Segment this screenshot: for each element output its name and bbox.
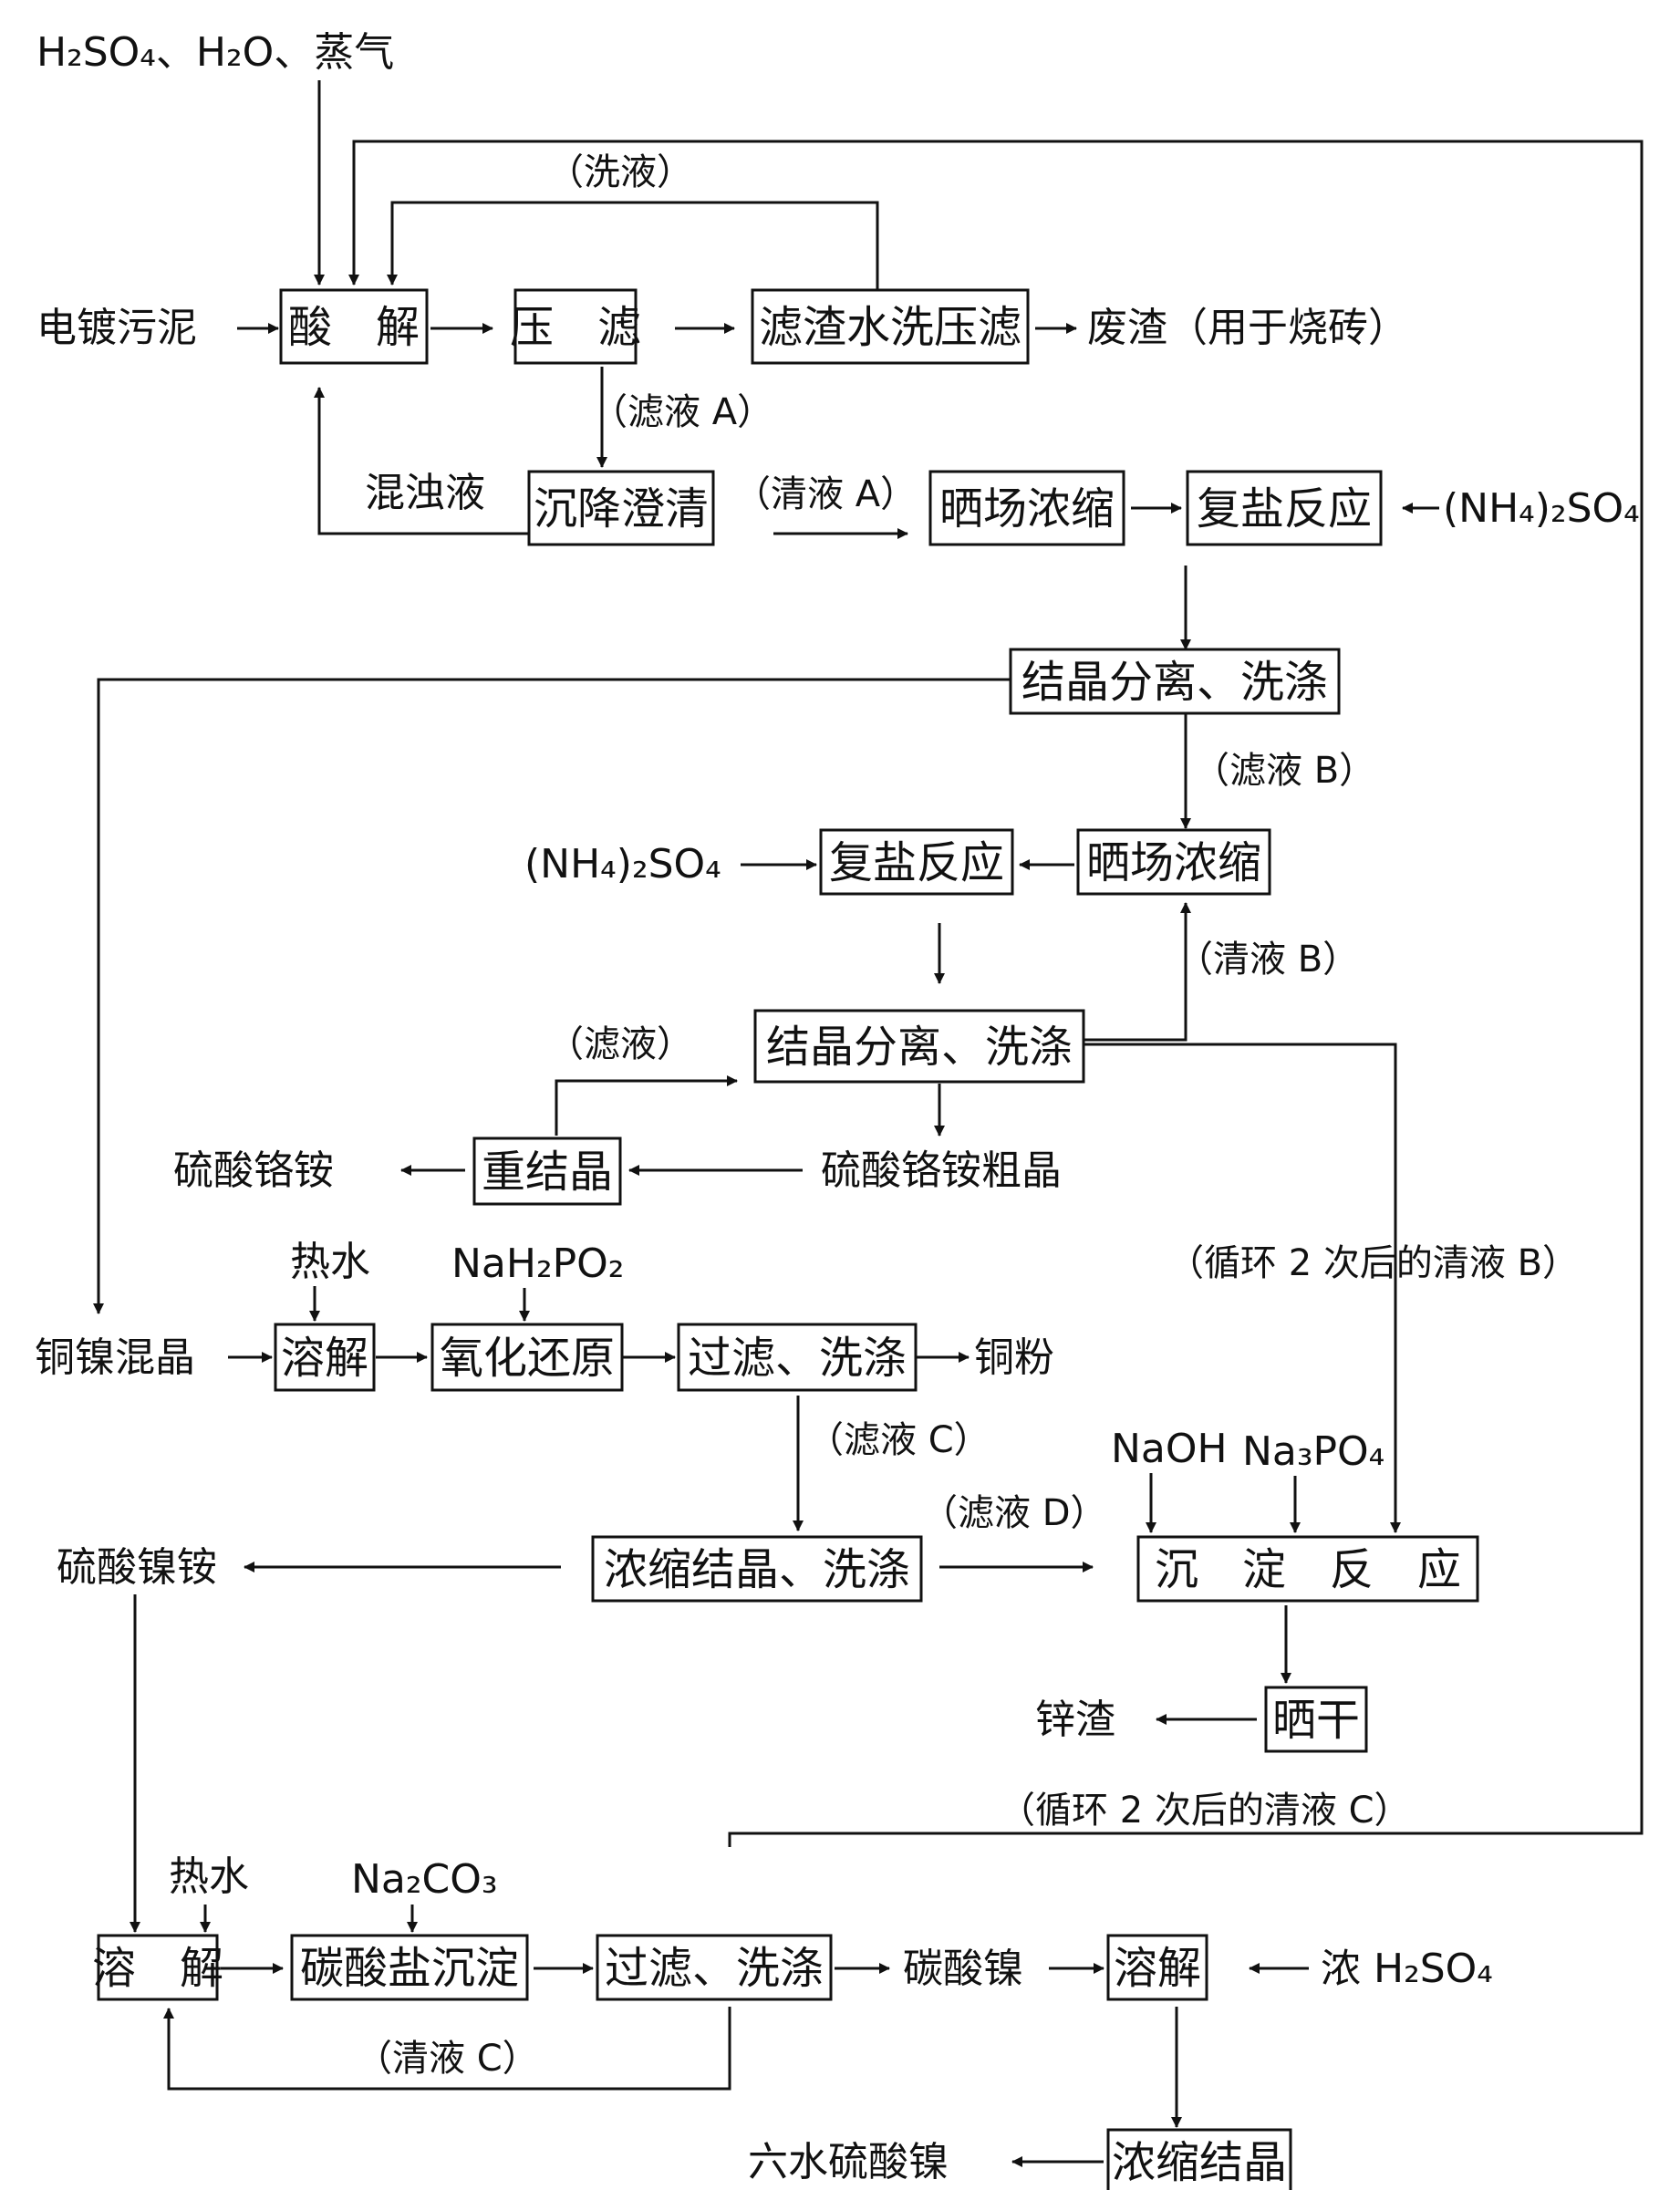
dissolve-1-text: 溶解	[281, 1333, 368, 1384]
naoh-text: NaOH	[1111, 1426, 1228, 1472]
zinc-residue-text: 锌渣	[1035, 1697, 1115, 1743]
clear-a-label: （清液 A）	[734, 473, 917, 515]
box-dissolve-3	[1106, 1934, 1208, 2001]
arrow-cycle-c-to-acid	[348, 140, 1644, 1847]
box-crystal-sep-1	[1009, 648, 1341, 715]
filtrate-d-label: （滤液 D）	[921, 1492, 1107, 1534]
box-carbonate-precip	[290, 1934, 529, 2001]
redox-text: 氧化还原	[440, 1333, 615, 1384]
box-dissolve-2	[97, 1934, 219, 2001]
box-filter-wash-1	[677, 1323, 918, 1392]
sludge-text: 电镀污泥	[36, 305, 197, 351]
sodium-carbonate-text: Na₂CO₃	[351, 1856, 498, 1903]
box-sun-dry	[1264, 1686, 1368, 1753]
nickel-sulfate-hexahydrate-text: 六水硫酸镍	[748, 2139, 949, 2185]
crystal-sep-1-text: 结晶分离、洗涤	[1021, 657, 1328, 708]
clear-b-label: （清液 B）	[1177, 939, 1359, 981]
arrow-crystal-1-to-cu-ni	[93, 678, 1011, 1314]
filtrate-label: （滤液）	[547, 1023, 693, 1065]
reagent-top-text: H₂SO₄、H₂O、蒸气	[36, 29, 394, 76]
clear-c-label: （清液 C）	[356, 2038, 539, 2080]
waste-residue-text: 废渣（用于烧砖）	[1087, 305, 1408, 351]
ni-ammonium-sulfate-text: 硫酸镍铵	[57, 1544, 217, 1591]
chrome-crude-text: 硫酸铬铵粗晶	[821, 1147, 1062, 1194]
cycle-clear-c-label: （循环 2 次后的清液 C）	[999, 1790, 1411, 1832]
turbid-text: 混浊液	[365, 470, 485, 516]
chrome-product-text: 硫酸铬铵	[173, 1147, 334, 1194]
box-double-salt-2	[819, 828, 1014, 896]
hot-water-2-text: 热水	[169, 1853, 249, 1900]
double-salt-2-text: 复盐反应	[829, 837, 1004, 888]
arrow-recrystal-filtrate-loop	[555, 1075, 738, 1136]
ammonium-sulfate-2-text: (NH₄)₂SO₄	[524, 841, 721, 887]
dissolve-3-text: 溶解	[1114, 1943, 1201, 1994]
carbonate-precip-text: 碳酸盐沉淀	[300, 1943, 519, 1994]
na3po4-text: Na₃PO₄	[1242, 1428, 1384, 1475]
box-double-salt-1	[1186, 470, 1383, 546]
node-texts: H₂SO₄、H₂O、蒸气 电镀污泥 酸 解 压 滤 滤渣水洗压滤 废渣（用于烧砖…	[35, 29, 1640, 2188]
box-conc-crystal	[1106, 2128, 1292, 2190]
flow-labels: （洗液） （滤液 A） （清液 A） （滤液 B） （清液 B） （滤液） （循…	[356, 151, 1579, 2080]
filtrate-c-label: （滤液 C）	[807, 1419, 990, 1461]
crystal-sep-2-text: 结晶分离、洗涤	[766, 1022, 1073, 1073]
acid-dissolve-text: 酸 解	[288, 302, 420, 353]
box-recrystal	[472, 1137, 622, 1206]
sun-dry-text: 晒干	[1272, 1695, 1360, 1746]
box-sun-conc-1	[928, 470, 1125, 546]
box-redox	[430, 1323, 624, 1392]
ammonium-sulfate-1-text: (NH₄)₂SO₄	[1443, 485, 1640, 532]
box-residue-wash	[751, 288, 1030, 365]
arrow-wash-liquid-loop	[387, 201, 879, 290]
residue-wash-text: 滤渣水洗压滤	[759, 302, 1021, 353]
conc-h2so4-text: 浓 H₂SO₄	[1321, 1946, 1493, 1992]
filtrate-a-label: （滤液 A）	[591, 391, 773, 433]
cu-ni-mix-text: 铜镍混晶	[35, 1334, 195, 1381]
connectors	[93, 80, 1644, 2167]
conc-crystal-wash-text: 浓缩结晶、洗涤	[604, 1544, 910, 1595]
arrow-turbid-to-acid	[314, 387, 529, 535]
arrow-clear-c-to-dissolve-2	[163, 2007, 731, 2091]
box-dissolve-1	[274, 1323, 376, 1392]
box-precipitation	[1136, 1535, 1479, 1603]
filter-wash-1-text: 过滤、洗涤	[688, 1333, 907, 1384]
box-conc-crystal-wash	[591, 1535, 923, 1603]
box-press-filter	[513, 288, 638, 365]
arrow-crystal-2-to-sun-conc-2	[1084, 902, 1191, 1042]
box-crystal-sep-2	[753, 1009, 1085, 1084]
filtrate-b-label: （滤液 B）	[1193, 750, 1375, 792]
hypophosphite-text: NaH₂PO₂	[451, 1240, 624, 1287]
copper-powder-text: 铜粉	[974, 1334, 1054, 1381]
press-filter-text: 压 滤	[510, 302, 641, 353]
hot-water-1-text: 热水	[290, 1239, 370, 1285]
wash-liquid-label: （洗液）	[547, 151, 693, 193]
arrow-cycle-b-to-precipitation	[1084, 1043, 1401, 1533]
precipitation-text: 沉 淀 反 应	[1155, 1544, 1461, 1595]
sun-conc-1-text: 晒场浓缩	[939, 483, 1115, 535]
box-filter-wash-2	[596, 1934, 833, 2001]
filter-wash-2-text: 过滤、洗涤	[605, 1943, 824, 1994]
settle-text: 沉降澄清	[534, 483, 709, 535]
sun-conc-2-text: 晒场浓缩	[1086, 837, 1261, 888]
nickel-carbonate-text: 碳酸镍	[903, 1946, 1023, 1992]
box-acid-dissolve	[279, 288, 429, 365]
box-settle	[527, 470, 715, 546]
double-salt-1-text: 复盐反应	[1197, 483, 1372, 535]
process-boxes	[97, 288, 1479, 2190]
box-sun-conc-2	[1076, 828, 1271, 896]
cycle-clear-b-label: （循环 2 次后的清液 B）	[1167, 1242, 1579, 1284]
dissolve-2-text: 溶 解	[92, 1943, 223, 1994]
conc-crystal-text: 浓缩结晶	[1112, 2137, 1287, 2188]
recrystal-text: 重结晶	[482, 1147, 613, 1198]
